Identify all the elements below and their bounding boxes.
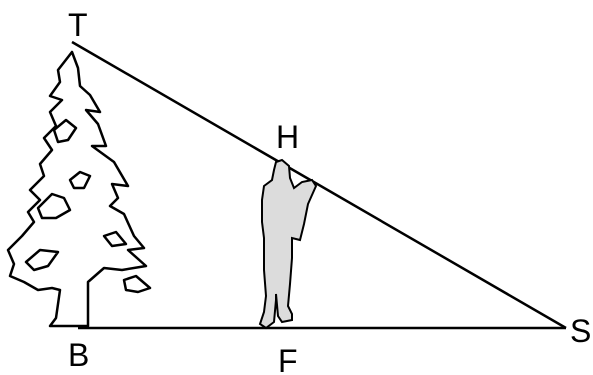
label-tree-top: T [68,7,88,43]
label-head: H [276,119,299,155]
pine-tree-icon [6,50,152,328]
label-foot: F [278,343,298,375]
person-silhouette-icon [258,158,318,330]
sight-line-ts [71,40,567,330]
label-shadow-tip: S [570,313,591,349]
label-tree-base: B [68,337,89,373]
